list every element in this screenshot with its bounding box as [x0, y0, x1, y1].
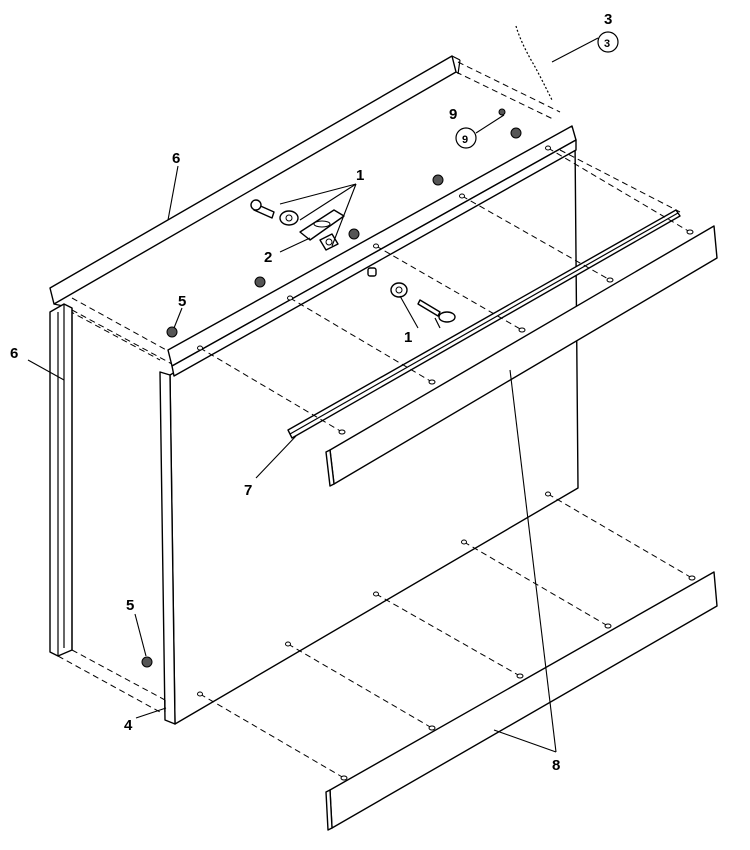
callout-5-top: 5 [178, 293, 186, 310]
callout-6-side: 6 [10, 345, 18, 362]
panel-holes [197, 145, 551, 697]
rail-bar [287, 209, 681, 439]
callout-6-top: 6 [172, 150, 180, 167]
callout-1-bottom: 1 [404, 329, 412, 346]
chain [515, 25, 553, 101]
upper-alignment-lines [199, 147, 691, 433]
lock-hardware [250, 199, 456, 329]
lower-kick-plate [325, 571, 718, 831]
top-angle-bracket [167, 125, 577, 377]
callout-7: 7 [244, 482, 252, 499]
nuts [141, 127, 522, 668]
callout-5-bottom: 5 [126, 597, 134, 614]
callout-9-circle [455, 127, 477, 149]
top-cover [49, 55, 561, 361]
callout-9: 9 [449, 106, 457, 123]
callout-2: 2 [264, 249, 272, 266]
kick-plate-pins [338, 229, 696, 781]
callout-4: 4 [124, 717, 133, 734]
callout-3: 3 [604, 11, 612, 28]
callout-3-circle [597, 31, 619, 53]
callout-8: 8 [552, 757, 560, 774]
upper-kick-plate [325, 225, 718, 487]
left-side-panel [49, 303, 173, 713]
callout-1-top: 1 [356, 167, 364, 184]
callout-3-circled: 3 [604, 38, 610, 50]
callout-9-circled: 9 [462, 134, 468, 146]
part-9-screw [498, 108, 506, 116]
leader-lines [27, 37, 599, 753]
